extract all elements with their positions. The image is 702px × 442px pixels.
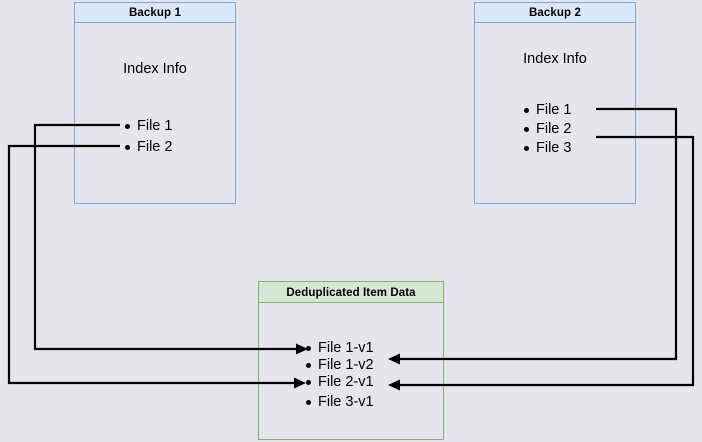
list-item[interactable]: File 1-v2 [305, 357, 374, 374]
backup1-box[interactable] [74, 2, 236, 204]
backup1-header[interactable]: Backup 1 [74, 2, 236, 23]
list-item[interactable]: File 2-v1 [305, 374, 374, 391]
list-item[interactable]: File 3-v1 [305, 391, 374, 414]
list-item[interactable]: File 1 [124, 116, 172, 137]
backup1-file-list: File 1 File 2 [124, 116, 172, 158]
backup1-header-label: Backup 1 [129, 7, 181, 19]
list-item[interactable]: File 1 [523, 101, 571, 120]
dedup-header[interactable]: Deduplicated Item Data [258, 281, 444, 303]
list-item[interactable]: File 1-v1 [305, 340, 374, 357]
dedup-header-label: Deduplicated Item Data [286, 287, 416, 299]
backup2-file-list: File 1 File 2 File 3 [523, 101, 571, 158]
backup2-index-info-label: Index Info [523, 51, 587, 67]
list-item[interactable]: File 2 [124, 137, 172, 158]
list-item[interactable]: File 2 [523, 120, 571, 139]
dedup-file-list: File 1-v1 File 1-v2 File 2-v1 File 3-v1 [305, 340, 374, 414]
backup2-header[interactable]: Backup 2 [474, 2, 636, 23]
backup1-index-info-label: Index Info [123, 61, 187, 77]
list-item[interactable]: File 3 [523, 139, 571, 158]
backup2-header-label: Backup 2 [529, 7, 581, 19]
